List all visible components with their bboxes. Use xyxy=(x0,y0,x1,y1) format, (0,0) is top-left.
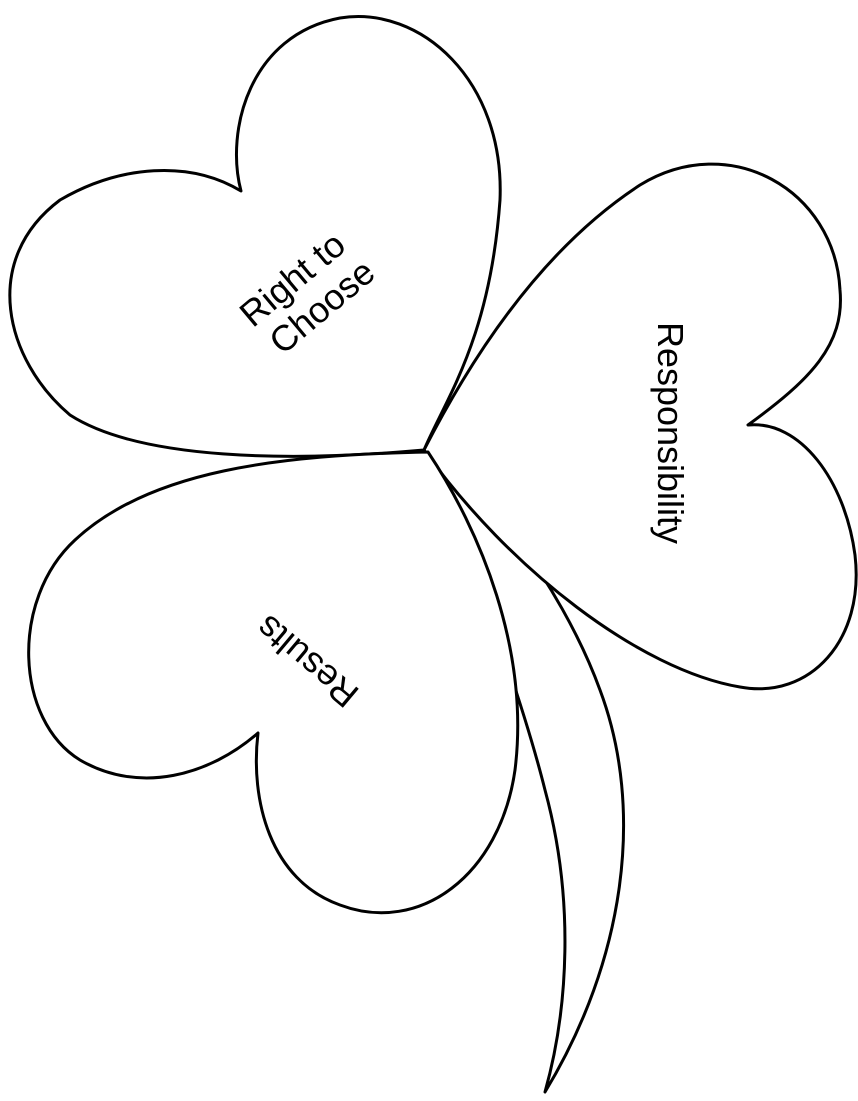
leaf-bottom-left xyxy=(29,452,518,913)
leaf-label-line: Responsibility xyxy=(650,322,691,544)
leaf-label-responsibility: Responsibility xyxy=(650,322,691,544)
leaf-top-left xyxy=(10,17,500,457)
